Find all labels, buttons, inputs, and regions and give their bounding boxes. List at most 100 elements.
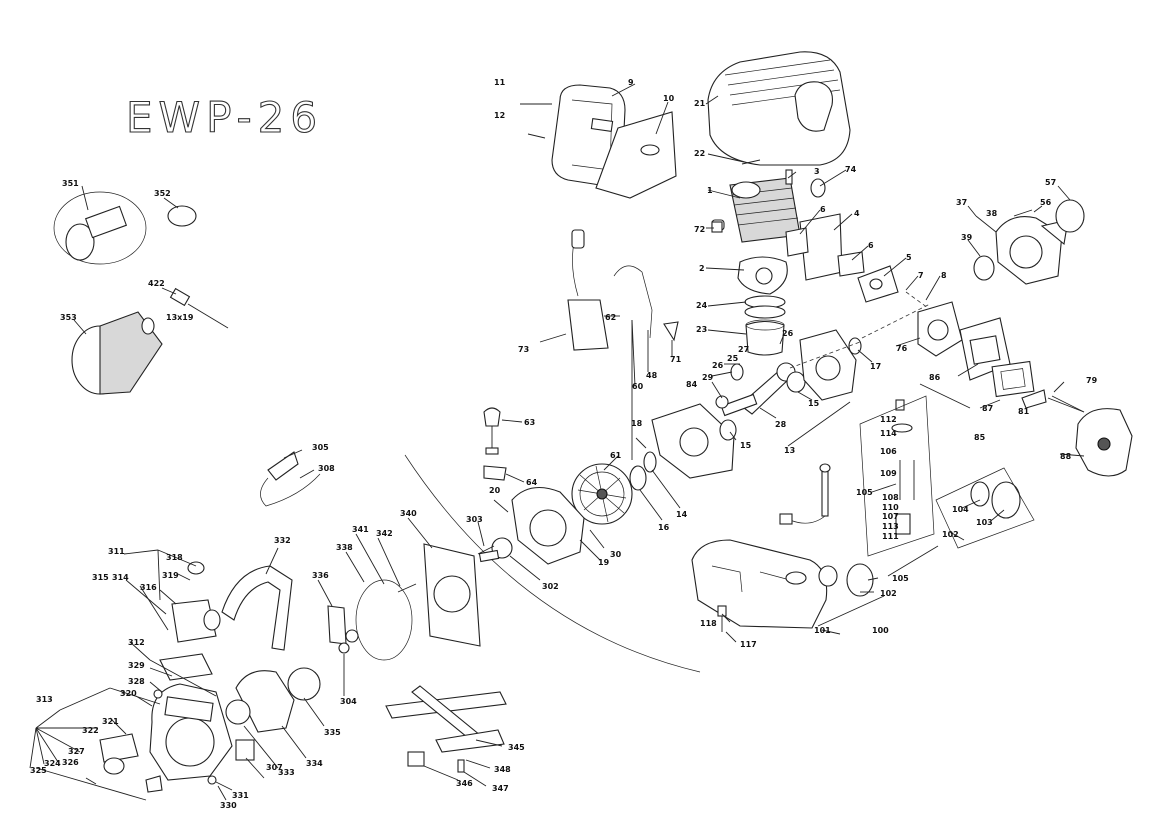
callout-15b: 15 bbox=[740, 441, 752, 450]
callout-114: 114 bbox=[880, 429, 897, 438]
callout-422: 422 bbox=[148, 279, 165, 288]
callout-73: 73 bbox=[518, 345, 529, 354]
callout-351: 351 bbox=[62, 179, 79, 188]
callout-103: 103 bbox=[976, 518, 993, 527]
callout-341: 341 bbox=[352, 525, 369, 534]
callout-113: 113 bbox=[882, 522, 899, 531]
muffler-group bbox=[520, 84, 677, 199]
callout-39: 39 bbox=[961, 233, 973, 242]
callout-87: 87 bbox=[982, 404, 993, 413]
callout-84: 84 bbox=[686, 380, 698, 389]
oil-seal-16 bbox=[629, 465, 647, 491]
callout-13: 13 bbox=[784, 446, 795, 455]
seal-ring-334 bbox=[225, 699, 251, 725]
callout-26b: 26 bbox=[712, 361, 724, 370]
callout-2: 2 bbox=[699, 264, 705, 273]
inlet-fitting bbox=[103, 757, 125, 775]
bolt-331 bbox=[207, 775, 217, 785]
callout-88: 88 bbox=[1060, 452, 1072, 461]
callout-326: 326 bbox=[62, 758, 79, 767]
callout-10: 10 bbox=[663, 94, 675, 103]
piston bbox=[745, 320, 785, 356]
ground-wire bbox=[613, 265, 653, 339]
bolt-328 bbox=[153, 689, 163, 699]
clip-71 bbox=[663, 321, 679, 342]
callout-305: 305 bbox=[312, 443, 329, 452]
callout-327: 327 bbox=[68, 747, 85, 756]
callout-7: 7 bbox=[918, 271, 924, 280]
pad-307 bbox=[235, 739, 255, 761]
callout-8: 8 bbox=[941, 271, 947, 280]
crankcase-left bbox=[651, 403, 735, 479]
callout-342: 342 bbox=[376, 529, 393, 538]
callout-106: 106 bbox=[880, 447, 897, 456]
callout-22: 22 bbox=[694, 149, 705, 158]
bearing-15a bbox=[786, 371, 806, 393]
fuel-pipe bbox=[779, 463, 831, 525]
callout-346: 346 bbox=[456, 779, 473, 788]
callout-86: 86 bbox=[929, 373, 941, 382]
screw-342 bbox=[397, 583, 417, 593]
callout-3: 3 bbox=[814, 167, 820, 176]
callout-304: 304 bbox=[340, 697, 357, 706]
inlet-flange bbox=[99, 733, 139, 763]
callout-48: 48 bbox=[646, 371, 658, 380]
callout-118: 118 bbox=[700, 619, 717, 628]
decompression-valve bbox=[810, 178, 826, 198]
clutch-housing bbox=[511, 486, 585, 565]
cap-103 bbox=[991, 481, 1021, 519]
assembly-line-c bbox=[789, 341, 861, 369]
air-filter-cover bbox=[1075, 408, 1133, 477]
bolt-347 bbox=[457, 759, 465, 773]
callout-347: 347 bbox=[492, 784, 509, 793]
spacer-336 bbox=[327, 605, 347, 645]
screw-79 bbox=[1051, 395, 1085, 413]
accessory-ring bbox=[53, 191, 147, 265]
callout-104: 104 bbox=[952, 505, 969, 514]
bearing-29 bbox=[730, 363, 744, 381]
callout-71: 71 bbox=[670, 355, 682, 364]
callout-311: 311 bbox=[108, 547, 125, 556]
fuel-tank bbox=[691, 539, 828, 629]
plug-terminal bbox=[483, 465, 507, 481]
callout-321: 321 bbox=[102, 717, 119, 726]
o-ring-341 bbox=[355, 579, 413, 661]
carburetor bbox=[917, 301, 963, 357]
callout-340: 340 bbox=[400, 509, 417, 518]
crankcase-right bbox=[799, 329, 862, 401]
callout-338: 338 bbox=[336, 543, 353, 552]
screw-303 bbox=[477, 545, 495, 555]
spark-plug bbox=[483, 407, 501, 455]
callout-333: 333 bbox=[278, 768, 295, 777]
recoil-starter bbox=[995, 216, 1069, 285]
callout-105b: 105 bbox=[892, 574, 909, 583]
callout-61: 61 bbox=[610, 451, 622, 460]
callout-81: 81 bbox=[1018, 407, 1030, 416]
callout-38: 38 bbox=[986, 209, 998, 218]
callout-105a: 105 bbox=[856, 488, 873, 497]
callout-316: 316 bbox=[140, 583, 157, 592]
spacer-72 bbox=[711, 221, 723, 233]
ignition-coil bbox=[567, 229, 609, 351]
callout-335: 335 bbox=[324, 728, 341, 737]
gasket-6a bbox=[785, 227, 809, 257]
callout-315: 315 bbox=[92, 573, 109, 582]
callout-28: 28 bbox=[775, 420, 787, 429]
separator-arc bbox=[404, 454, 701, 673]
fuel-cap-102 bbox=[846, 563, 874, 597]
callout-101: 101 bbox=[814, 626, 831, 635]
callout-64: 64 bbox=[526, 478, 538, 487]
callout-21: 21 bbox=[694, 99, 706, 108]
callout-100: 100 bbox=[872, 626, 889, 635]
callout-102a: 102 bbox=[880, 589, 897, 598]
callout-57: 57 bbox=[1045, 178, 1056, 187]
callout-85: 85 bbox=[974, 433, 986, 442]
callout-330: 330 bbox=[220, 801, 237, 810]
callout-352: 352 bbox=[154, 189, 171, 198]
callout-303: 303 bbox=[466, 515, 483, 524]
callout-56: 56 bbox=[1040, 198, 1052, 207]
hose-coupling bbox=[65, 205, 128, 261]
callout-60: 60 bbox=[632, 382, 644, 391]
diagram-title: EWP-26 bbox=[126, 93, 323, 142]
